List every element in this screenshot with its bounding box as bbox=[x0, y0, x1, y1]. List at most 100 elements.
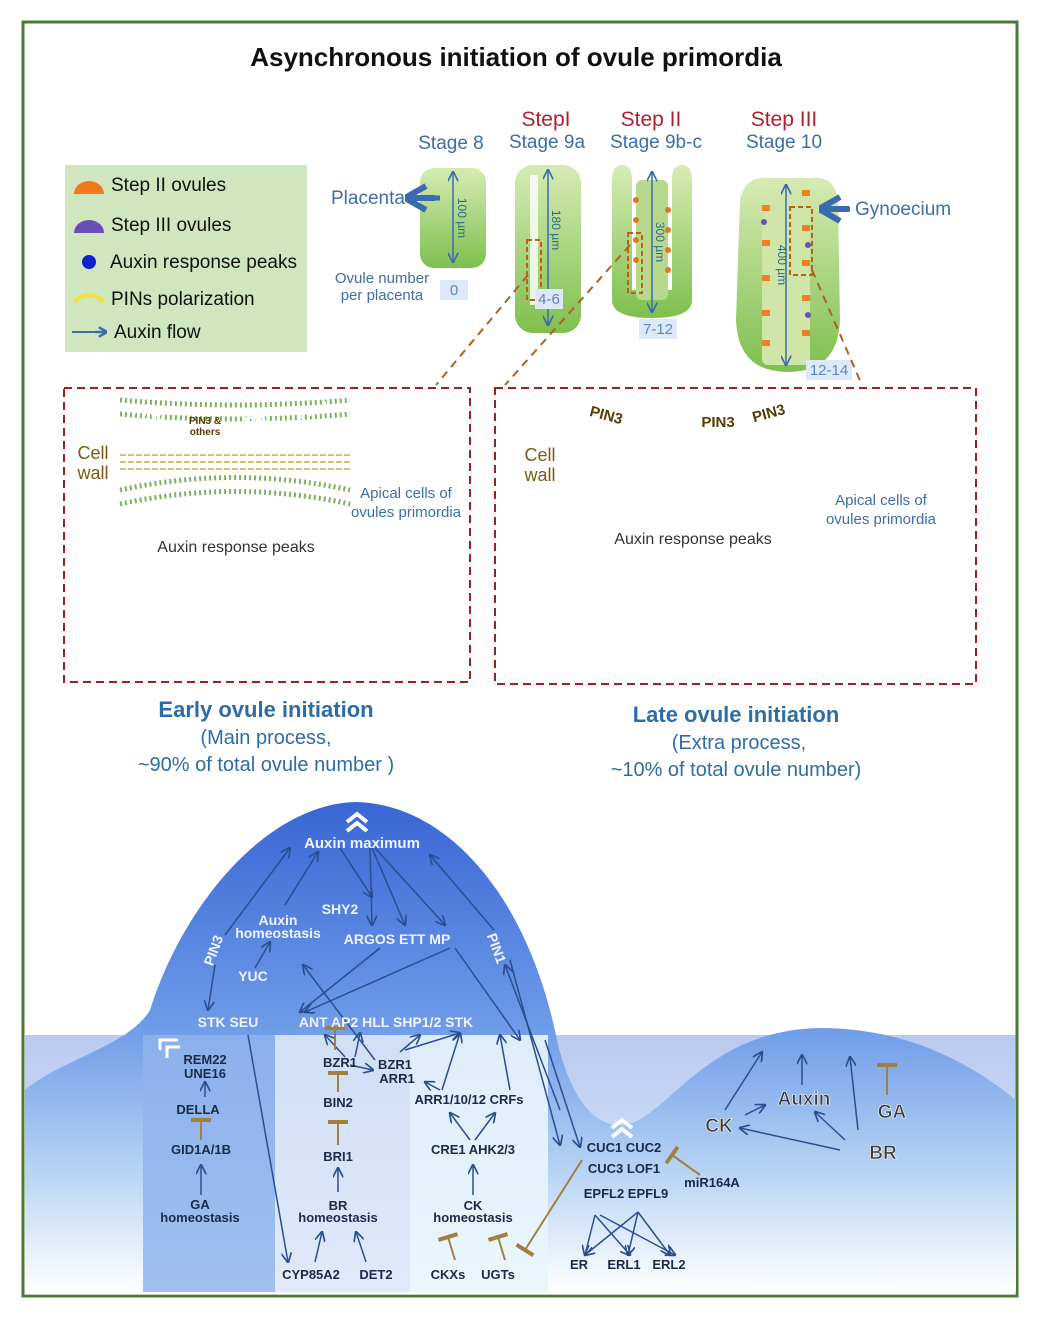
activation-arrow bbox=[628, 1211, 639, 1255]
placenta-label: Placenta bbox=[331, 188, 405, 209]
ovule-count-stage8: 0 bbox=[450, 282, 458, 299]
node-br-homeostasis: BR bbox=[329, 1198, 348, 1213]
pin1-others-label: PIN1 & bbox=[644, 414, 676, 425]
activation-arrow bbox=[371, 847, 405, 925]
auxin-response-peaks-label: Auxin response peaks bbox=[157, 539, 314, 556]
node-ugts: UGTs bbox=[481, 1267, 515, 1282]
figure-title: Asynchronous initiation of ovule primord… bbox=[250, 42, 782, 72]
legend-box bbox=[65, 165, 307, 352]
node-det2: DET2 bbox=[359, 1267, 392, 1282]
activation-arrow bbox=[450, 1113, 471, 1141]
activation-arrow bbox=[454, 947, 520, 1040]
activation-arrow bbox=[356, 1232, 367, 1263]
early-caption-title: Early ovule initiation bbox=[158, 697, 373, 722]
node-br-homeostasis-2: homeostasis bbox=[298, 1210, 377, 1225]
activation-arrow bbox=[441, 1033, 460, 1091]
activation-arrow bbox=[374, 847, 445, 925]
node-epfl: EPFL2 EPFL9 bbox=[584, 1186, 669, 1201]
activation-arrow bbox=[300, 947, 381, 1012]
node-gid1: GID1A/1B bbox=[171, 1142, 231, 1157]
pin3-others-label: PIN3 & bbox=[189, 416, 221, 427]
ovule-count-stage9a: 4-6 bbox=[538, 291, 560, 308]
stage-9a-label: Stage 9a bbox=[509, 132, 585, 153]
activation-arrow bbox=[303, 965, 376, 1061]
activation-arrow bbox=[208, 964, 216, 1010]
count-bg-3 bbox=[806, 360, 852, 380]
ovule-count-stage10: 12-14 bbox=[810, 362, 848, 379]
early-caption-line-2: ~90% of total ovule number ) bbox=[138, 754, 394, 776]
ovule-number-label: Ovule number bbox=[335, 270, 429, 287]
pin1-label: PIN1 bbox=[243, 409, 279, 432]
inhibition-edge bbox=[437, 1232, 459, 1261]
stage-8-label: Stage 8 bbox=[418, 133, 484, 154]
inhibition-edge bbox=[515, 1159, 583, 1258]
inhibition-edge bbox=[664, 1145, 701, 1176]
late-caption-line-2: ~10% of total ovule number) bbox=[611, 759, 862, 781]
inhibition-edge bbox=[487, 1232, 509, 1261]
activation-arrow bbox=[815, 1112, 846, 1141]
cell-wall-label: Cell bbox=[77, 443, 108, 463]
activation-arrow bbox=[339, 847, 372, 897]
apical-cells-label-2: ovules primordia bbox=[826, 511, 937, 528]
activation-arrow bbox=[430, 855, 495, 931]
early-caption-line: (Main process, bbox=[200, 727, 331, 749]
stage-9bc-label: Stage 9b-c bbox=[610, 132, 702, 153]
node-ck-homeostasis-2: homeostasis bbox=[433, 1210, 512, 1225]
activation-arrow bbox=[247, 1034, 288, 1262]
stage-10-label: Stage 10 bbox=[746, 132, 822, 153]
step3-ovule-icon bbox=[74, 220, 104, 233]
activation-arrow bbox=[509, 959, 560, 1145]
length-stage9a: 180 µm bbox=[549, 210, 563, 250]
late-caption-line: (Extra process, bbox=[672, 732, 806, 754]
apical-cells-label-2: ovules primordia bbox=[351, 504, 462, 521]
activation-arrow bbox=[349, 1065, 373, 1070]
gynoecium-stage9bc bbox=[612, 165, 692, 318]
length-stage10: 400 µm bbox=[775, 245, 789, 285]
node-erl1: ERL1 bbox=[607, 1257, 640, 1272]
activation-arrow bbox=[724, 1052, 762, 1111]
pin-polarization-icon bbox=[72, 293, 106, 304]
auxin-response-peaks-label: Auxin response peaks bbox=[614, 531, 771, 548]
early-panel bbox=[63, 387, 471, 683]
count-bg-2 bbox=[639, 319, 677, 339]
apical-cells-label: Apical cells of bbox=[835, 492, 928, 509]
activation-arrow bbox=[399, 1035, 420, 1053]
step2-ovule-icon bbox=[74, 181, 104, 194]
membrane bbox=[119, 475, 351, 507]
count-bg-1 bbox=[535, 289, 563, 309]
activation-arrow bbox=[224, 848, 290, 936]
node-bzr1: BZR1 bbox=[323, 1055, 357, 1070]
cell-wall-label-2: wall bbox=[76, 463, 108, 483]
corner-chevron-icon bbox=[158, 1038, 180, 1058]
activation-arrow bbox=[370, 847, 372, 925]
membrane bbox=[119, 397, 351, 422]
legend-pins-label: PINs polarization bbox=[111, 289, 255, 310]
node-ga: GA bbox=[878, 1102, 907, 1123]
legend-auxin-flow-label: Auxin flow bbox=[114, 322, 201, 343]
node-auxin-maximum: Auxin maximum bbox=[304, 835, 420, 852]
activation-arrow bbox=[744, 1105, 765, 1116]
br-module-panel bbox=[275, 1035, 410, 1292]
node-cyp85a2: CYP85A2 bbox=[282, 1267, 340, 1282]
auxin-peak-icon bbox=[82, 255, 96, 269]
node-erl2: ERL2 bbox=[652, 1257, 685, 1272]
node-della: DELLA bbox=[176, 1102, 220, 1117]
legend-step3-label: Step III ovules bbox=[111, 215, 231, 236]
activation-arrow bbox=[314, 1232, 322, 1263]
pin3-others-label-2: others bbox=[190, 427, 221, 438]
cell-wall-layer bbox=[120, 454, 350, 470]
node-stk-seu: STK SEU bbox=[198, 1014, 259, 1030]
apical-cells-label: Apical cells of bbox=[360, 485, 453, 502]
activation-arrow bbox=[305, 947, 451, 1012]
node-shy2: SHY2 bbox=[322, 901, 359, 917]
activation-arrow bbox=[585, 1211, 639, 1255]
panel-drawings bbox=[119, 397, 351, 507]
cell-wall-label: Cell bbox=[524, 445, 555, 465]
node-ga-homeostasis-2: homeostasis bbox=[160, 1210, 239, 1225]
gynoecium-stage8 bbox=[420, 168, 486, 268]
activation-arrow bbox=[594, 1214, 630, 1255]
node-auxin: Auxin bbox=[778, 1089, 831, 1110]
activation-arrow bbox=[500, 1035, 511, 1091]
activation-arrow bbox=[474, 1113, 495, 1141]
